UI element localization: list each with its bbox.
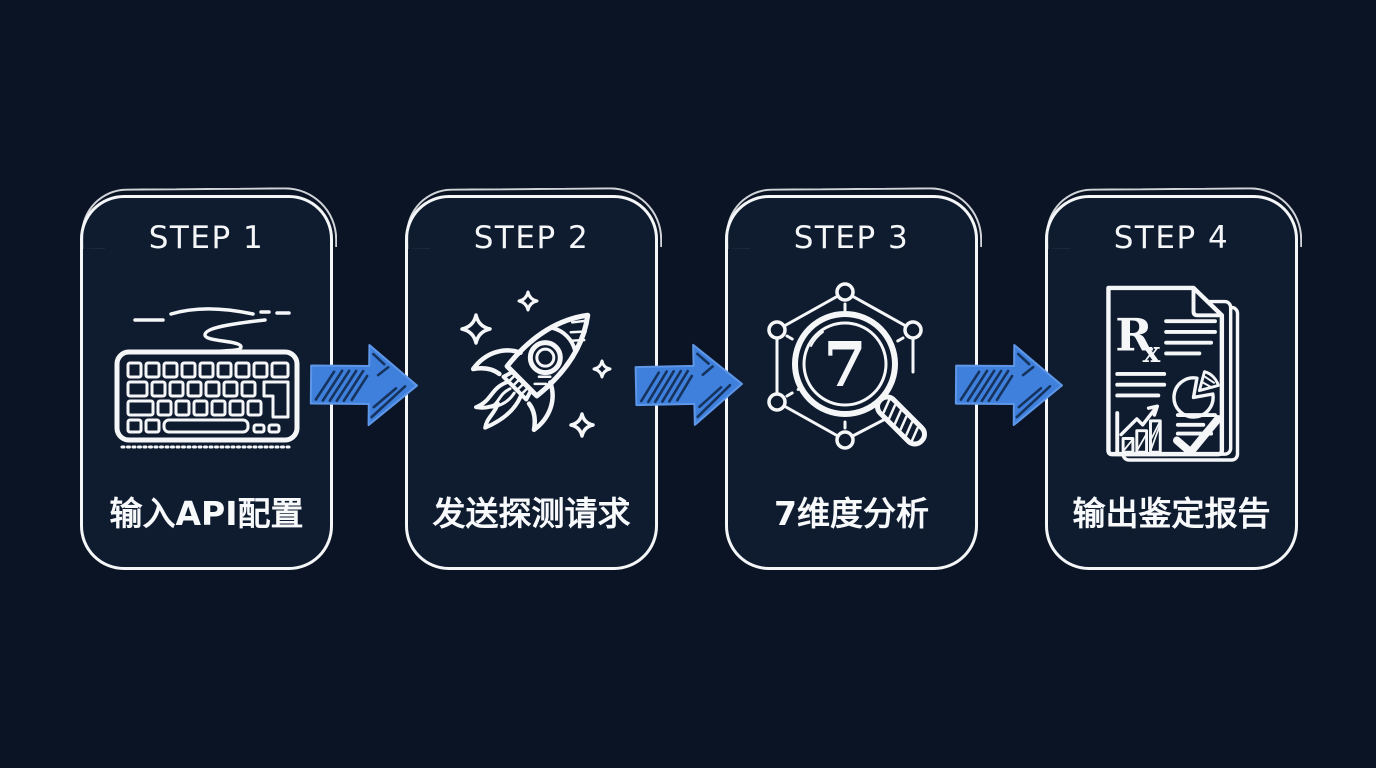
right-arrow-icon (634, 343, 743, 426)
step-4-title: STEP 4 (1113, 220, 1230, 256)
right-arrow-icon (309, 344, 418, 427)
right-arrow-icon (954, 344, 1063, 427)
step-card-3: STEP 3 (725, 195, 978, 570)
arrow-step3-to-step4 (953, 339, 1066, 432)
rx-letter-x: x (1142, 334, 1160, 369)
step-card-4: STEP 4 (1045, 195, 1298, 570)
step-2-label: 发送探测请求 (432, 494, 631, 533)
magnifier-number: 7 (823, 328, 866, 401)
arrow-step2-to-step3 (632, 338, 746, 432)
step-4-icon-area: R x (1048, 256, 1295, 487)
step-card-1: STEP 1 (80, 195, 333, 570)
step-4-label: 输出鉴定报告 (1072, 494, 1271, 533)
step-2-title: STEP 2 (473, 220, 590, 256)
arrow-step1-to-step2 (308, 338, 421, 431)
keyboard-icon (114, 306, 299, 448)
step-3-label: 7维度分析 (774, 494, 929, 533)
step-3-title: STEP 3 (793, 220, 910, 256)
rx-letter-r: R (1115, 308, 1153, 361)
step-3-icon-area: 7 (728, 256, 975, 487)
step-2-icon-area (408, 256, 655, 487)
step-1-title: STEP 1 (148, 220, 265, 256)
magnifier-network-icon: 7 (766, 281, 927, 450)
rocket-icon (459, 290, 611, 438)
step-1-label: 输入API配置 (109, 494, 304, 533)
step-1-icon-area (83, 256, 330, 487)
step-card-2: STEP 2 (405, 195, 658, 570)
report-icon: R x (1105, 285, 1239, 462)
